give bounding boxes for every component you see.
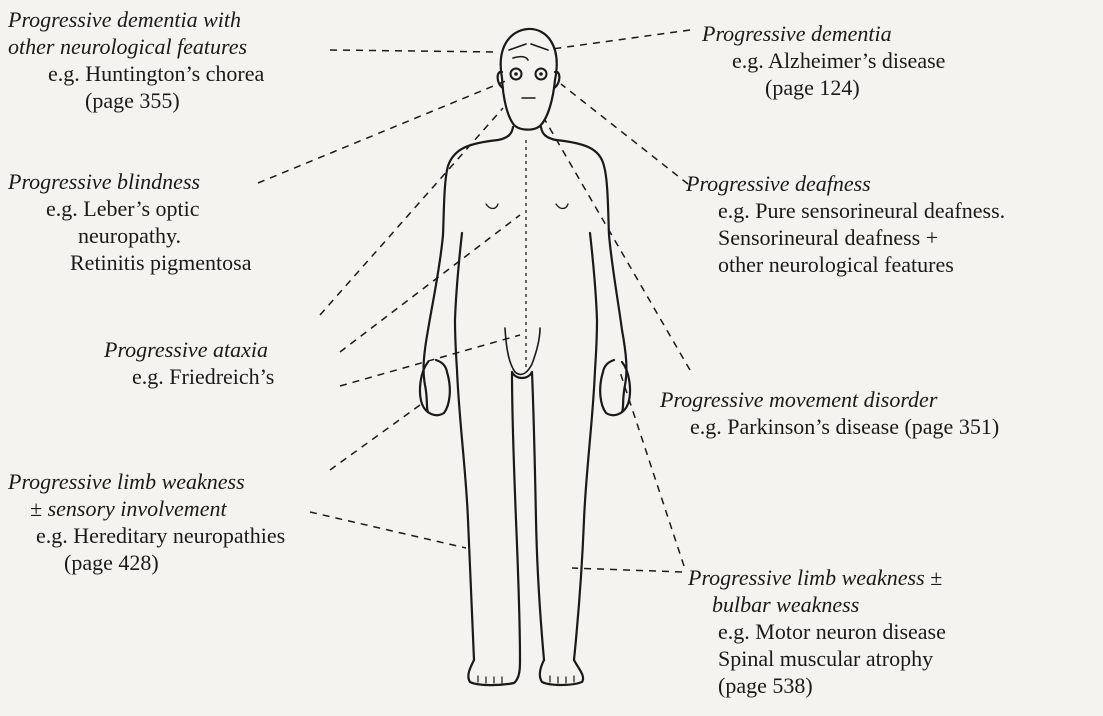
label-title: Progressive limb weakness ± xyxy=(688,564,946,591)
leader-blindness xyxy=(258,80,508,183)
label-example: e.g. Pure sensorineural deafness. xyxy=(686,197,1005,224)
right-foot xyxy=(540,660,583,685)
leader-limb-bulbar-2 xyxy=(572,568,682,572)
label-dementia: Progressive dementia e.g. Alzheimer’s di… xyxy=(702,20,945,101)
human-figure xyxy=(420,29,630,685)
label-example: e.g. Parkinson’s disease (page 351) xyxy=(660,413,999,440)
label-example: neuropathy. xyxy=(8,222,252,249)
leader-limb-sensory-1 xyxy=(330,405,420,470)
label-example: Sensorineural deafness + xyxy=(686,224,1005,251)
label-title: Progressive ataxia xyxy=(104,336,274,363)
inner-legs xyxy=(512,372,544,660)
label-title: Progressive limb weakness xyxy=(8,468,285,495)
leader-ataxia-1 xyxy=(320,108,503,315)
label-title: Progressive blindness xyxy=(8,168,252,195)
label-example: e.g. Motor neuron disease xyxy=(688,618,946,645)
label-ataxia: Progressive ataxia e.g. Friedreich’s xyxy=(104,336,274,390)
label-deafness: Progressive deafness e.g. Pure sensorine… xyxy=(686,170,1005,278)
label-movement: Progressive movement disorder e.g. Parki… xyxy=(660,386,999,440)
right-body-outline xyxy=(541,127,626,660)
label-example: e.g. Leber’s optic xyxy=(8,195,252,222)
leader-dementia-neuro xyxy=(330,50,498,52)
label-example: (page 124) xyxy=(702,74,945,101)
leader-movement xyxy=(545,120,690,370)
leader-ataxia-2 xyxy=(340,215,520,352)
leader-dementia xyxy=(552,30,690,49)
label-example: (page 355) xyxy=(8,87,264,114)
left-body-outline xyxy=(424,127,513,660)
label-example: other neurological features xyxy=(686,251,1005,278)
label-example: Retinitis pigmentosa xyxy=(8,249,252,276)
label-title: Progressive movement disorder xyxy=(660,386,999,413)
label-example: e.g. Friedreich’s xyxy=(104,363,274,390)
chest-marks xyxy=(486,204,568,209)
label-example: e.g. Huntington’s chorea xyxy=(8,60,264,87)
leader-ataxia-3 xyxy=(340,335,520,386)
label-title: bulbar weakness xyxy=(688,591,946,618)
brain-lines xyxy=(509,44,548,60)
label-title: ± sensory involvement xyxy=(8,495,285,522)
leader-deafness xyxy=(561,84,688,184)
label-example: e.g. Hereditary neuropathies xyxy=(8,522,285,549)
label-limb-sensory: Progressive limb weakness ± sensory invo… xyxy=(8,468,285,576)
groin xyxy=(505,328,540,374)
label-example: Spinal muscular atrophy xyxy=(688,645,946,672)
label-blindness: Progressive blindness e.g. Leber’s optic… xyxy=(8,168,252,276)
label-example: (page 428) xyxy=(8,549,285,576)
label-example: (page 538) xyxy=(688,672,946,699)
label-title: Progressive dementia with xyxy=(8,6,264,33)
leader-limb-sensory-2 xyxy=(310,512,466,548)
label-title: Progressive deafness xyxy=(686,170,1005,197)
label-title: other neurological features xyxy=(8,33,264,60)
leader-lines xyxy=(258,30,690,572)
label-dementia-neuro: Progressive dementia with other neurolog… xyxy=(8,6,264,114)
head-outline xyxy=(501,29,557,130)
label-example: e.g. Alzheimer’s disease xyxy=(702,47,945,74)
label-title: Progressive dementia xyxy=(702,20,945,47)
label-limb-bulbar: Progressive limb weakness ± bulbar weakn… xyxy=(688,564,946,699)
